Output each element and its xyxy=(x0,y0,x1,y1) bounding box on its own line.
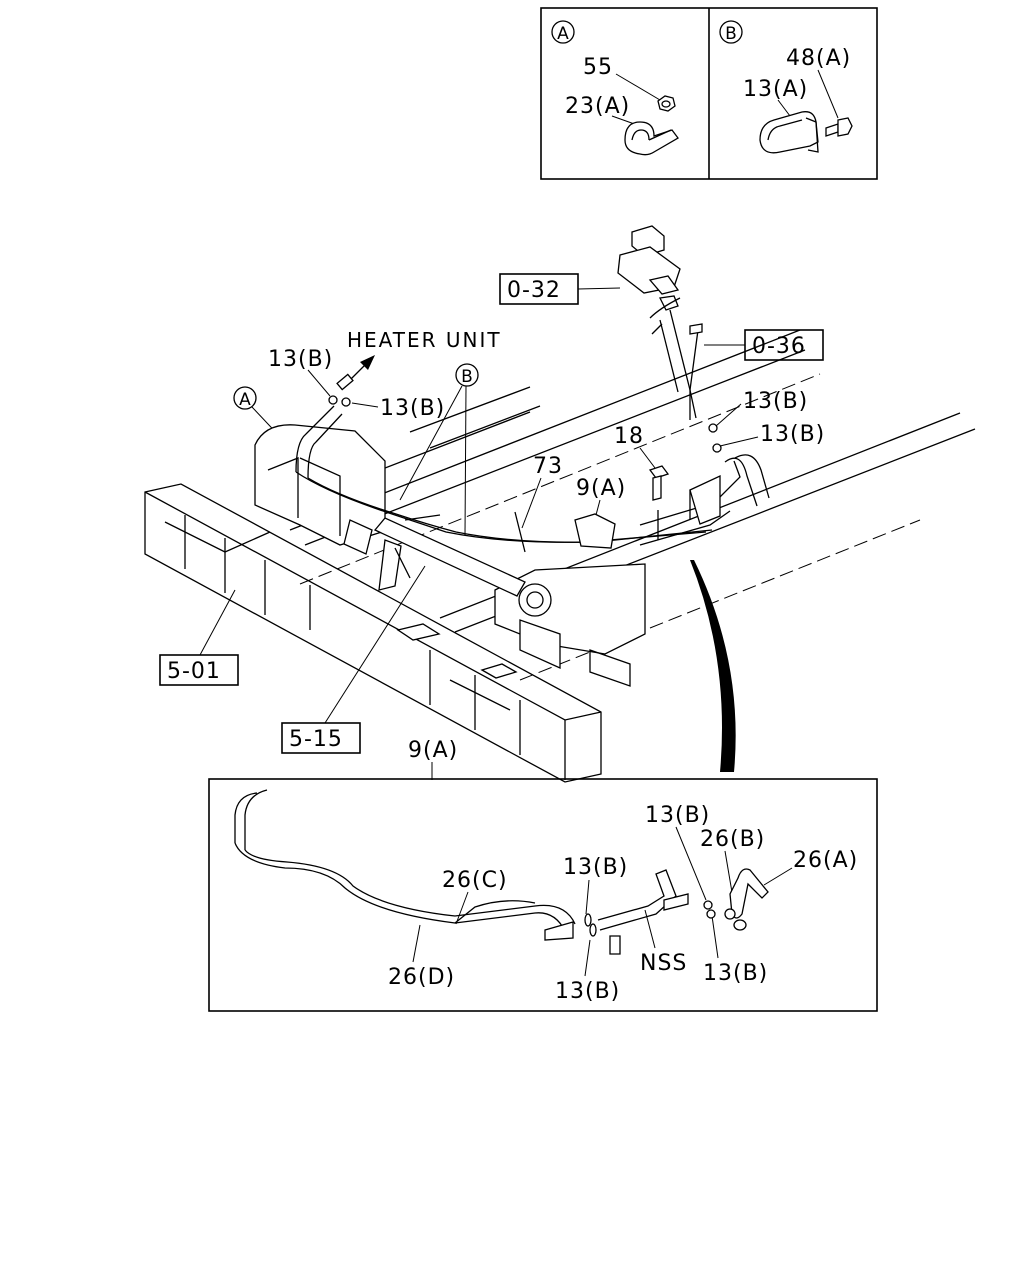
hose-clamp-icon xyxy=(708,423,722,453)
hose-clamp-icon xyxy=(584,913,597,937)
ref-5-01-label: 5-01 xyxy=(167,659,221,684)
detail-a-marker-circle xyxy=(551,20,575,44)
ref-0-32-label: 0-32 xyxy=(507,278,561,303)
marker-b: B xyxy=(461,367,473,387)
chassis-frame xyxy=(144,329,976,783)
detail-b-clip-label: 13(A) xyxy=(743,77,808,102)
ref-box-5-01[interactable] xyxy=(159,654,239,686)
clip-icon xyxy=(624,121,679,156)
detail-b-marker-circle xyxy=(719,20,743,44)
hose-26-d xyxy=(234,789,576,941)
detail-a-clip-label: 23(A) xyxy=(565,94,630,119)
hose-26-a-label: 26(A) xyxy=(793,848,858,873)
cable-73-label: 73 xyxy=(533,454,563,479)
hose-26-a xyxy=(724,868,769,931)
detail-a-panel: A 55 23(A) xyxy=(551,20,679,156)
ref-box-5-15[interactable] xyxy=(281,722,361,754)
heater-unit-label: HEATER UNIT xyxy=(347,328,502,352)
ref-5-15-label: 5-15 xyxy=(289,727,343,752)
clamp-4-label: 13(B) xyxy=(703,961,768,986)
detail-b-bolt-label: 48(A) xyxy=(786,46,851,71)
nut-icon xyxy=(657,95,676,112)
ref-0-36-label: 0-36 xyxy=(752,334,806,359)
bracket-nss-label: NSS xyxy=(640,951,687,976)
bolt-18-label: 18 xyxy=(614,424,644,449)
bolt-icon xyxy=(648,465,670,501)
detail-a-nut-label: 55 xyxy=(583,55,613,80)
detail-b-panel: B 48(A) 13(A) xyxy=(719,20,853,154)
actuator-assembly xyxy=(617,225,681,335)
detail-panels: A 55 23(A) B 48(A) 13(A) xyxy=(540,7,878,180)
clamp-left-1-label: 13(B) xyxy=(268,347,333,372)
loop-clip-icon xyxy=(759,111,819,154)
callout-arrow-icon xyxy=(690,560,736,772)
detail-a-marker: A xyxy=(557,24,569,44)
hose-clamp-icon xyxy=(328,395,351,407)
clamp-2-label: 13(B) xyxy=(555,979,620,1004)
hose-clamp-icon xyxy=(703,900,716,919)
detail-b-marker: B xyxy=(725,24,737,44)
hose-26-b-label: 26(B) xyxy=(700,827,765,852)
vacuum-line xyxy=(659,309,703,420)
pipe-assy-label: 9(A) xyxy=(576,476,626,501)
hose-26-c-label: 26(C) xyxy=(442,868,508,893)
clamp-3-label: 13(B) xyxy=(645,803,710,828)
clamp-right-1-label: 13(B) xyxy=(743,389,808,414)
heater-direction-arrow-icon xyxy=(336,355,375,391)
clamp-left-2-label: 13(B) xyxy=(380,396,445,421)
clamp-1-label: 13(B) xyxy=(563,855,628,880)
main-view: HEATER UNIT 13(B) 13(B) A B xyxy=(144,225,976,783)
bolt-icon xyxy=(825,117,853,137)
marker-a: A xyxy=(239,390,251,410)
hose-26-d-label: 26(D) xyxy=(388,965,455,990)
inset-title: 9(A) xyxy=(408,738,458,763)
clamp-right-2-label: 13(B) xyxy=(760,422,825,447)
inset-panel: 9(A) 26(C) 26(D) 13(B) 13(B) xyxy=(208,738,878,1012)
bracket-nss xyxy=(597,869,689,955)
